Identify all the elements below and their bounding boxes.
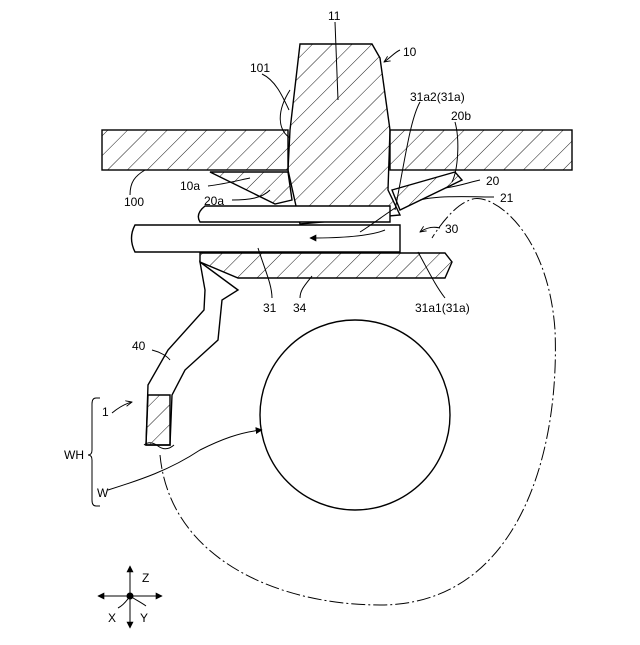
slot-tongue [132,225,401,252]
coordinate-axes: Z X Y [98,566,162,628]
label-20: 20 [486,174,500,188]
label-w: W [97,486,109,500]
label-31a1: 31a1(31a) [415,301,470,315]
panel-right-section [390,130,572,170]
leader-101 [262,74,289,110]
label-10a: 10a [180,179,200,193]
label-100: 100 [124,195,144,209]
weather-strip-bulb [260,320,450,510]
leader-w [108,430,262,490]
axis-label-x: X [108,611,116,625]
leader-10 [384,50,400,62]
label-31: 31 [263,301,277,315]
leg-40 [144,262,238,449]
leg-hatched-band [146,395,170,445]
label-34: 34 [293,301,307,315]
leader-100 [130,170,145,195]
axis-label-y: Y [140,611,148,625]
label-31a2: 31a2(31a) [410,90,465,104]
skirt-right-20b [392,172,462,210]
label-40: 40 [132,339,146,353]
label-30: 30 [445,222,459,236]
label-21: 21 [500,191,514,205]
label-20b: 20b [451,109,471,123]
label-101: 101 [250,61,270,75]
leader-34 [300,276,312,298]
leader-1 [112,402,132,413]
label-10: 10 [403,45,417,59]
member-30 [132,206,453,278]
y-axis-leader [130,596,146,606]
label-20a: 20a [204,194,224,208]
upper-lip [198,206,390,222]
base-plate-34 [200,253,452,278]
label-wh: WH [64,448,84,462]
label-11: 11 [328,9,341,23]
clip-head-11 [288,44,400,224]
axis-label-z: Z [142,571,149,585]
panel-left-section [102,130,288,170]
label-1: 1 [102,405,109,419]
x-axis-leader [118,596,130,608]
leader-30 [420,227,440,232]
clip-10 [280,44,400,224]
